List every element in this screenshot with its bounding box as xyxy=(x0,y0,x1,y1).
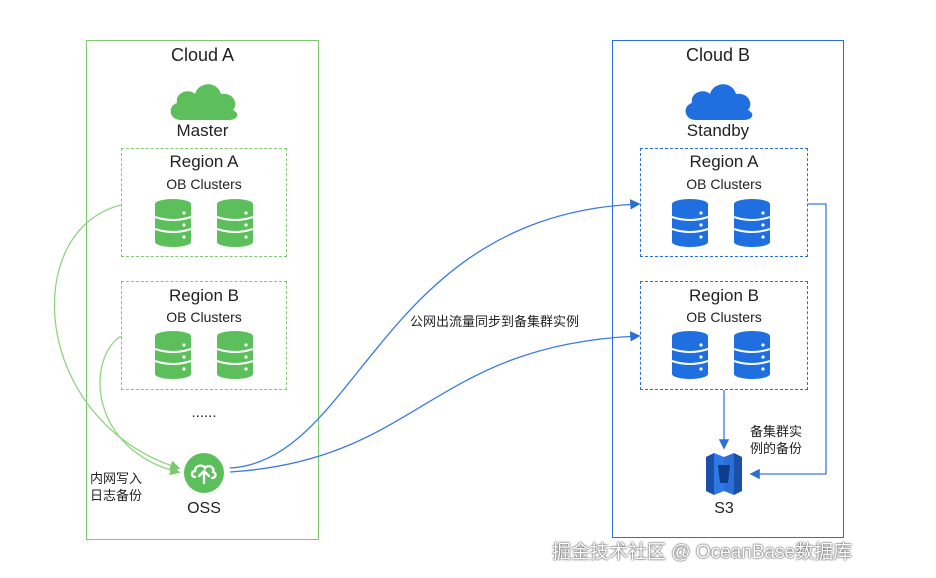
internal-write-line-1: 内网写入 xyxy=(90,471,143,486)
cloud-a-container xyxy=(86,40,319,540)
cloud-a-region-a-name: Region A xyxy=(169,152,239,171)
database-icon xyxy=(215,330,255,385)
cloud-b-region-a-sub: OB Clusters xyxy=(686,176,762,192)
blue-connector-region-a-to-s3 xyxy=(749,203,827,480)
standby-backup-line-1: 备集群实 xyxy=(750,424,803,439)
cloud-a-region-b-sub: OB Clusters xyxy=(166,309,242,325)
cloud-a-region-a-sub: OB Clusters xyxy=(166,176,242,192)
oss-icon xyxy=(181,451,227,500)
watermark: 掘金技术社区 @ OceanBase数据库 xyxy=(552,542,853,563)
oss-label: OSS xyxy=(187,500,221,517)
database-icon xyxy=(153,330,193,385)
cloud-b-region-b-sub: OB Clusters xyxy=(686,309,762,325)
standby-backup-line-2: 例的备份 xyxy=(750,441,803,456)
internal-write-line-2: 日志备份 xyxy=(90,488,143,503)
green-connector-region-b xyxy=(99,335,181,476)
s3-label: S3 xyxy=(714,500,734,517)
internal-write-note: 内网写入 日志备份 xyxy=(90,470,142,504)
cloud-b-container xyxy=(612,40,844,538)
cloud-a-cloud-icon xyxy=(165,76,243,127)
cloud-a-region-b-name: Region B xyxy=(169,286,239,305)
database-icon xyxy=(670,330,710,385)
cloud-a-title: Cloud A xyxy=(170,45,235,65)
cloud-b-region-b-name: Region B xyxy=(689,286,759,305)
standby-backup-note: 备集群实 例的备份 xyxy=(750,423,802,457)
public-sync-note: 公网出流量同步到备集群实例 xyxy=(410,314,580,329)
cloud-a-region-a xyxy=(121,148,287,257)
blue-connector-to-region-b xyxy=(229,331,641,473)
cloud-b-cloud-icon xyxy=(680,76,758,127)
cloud-a-role: Master xyxy=(176,121,229,140)
database-icon xyxy=(670,198,710,253)
s3-icon xyxy=(700,449,748,504)
cloud-b-role: Standby xyxy=(686,121,750,140)
database-icon xyxy=(153,198,193,253)
cloud-b-region-a-name: Region A xyxy=(689,152,759,171)
database-icon xyxy=(215,198,255,253)
cloud-b-title: Cloud B xyxy=(685,45,751,65)
green-connector-region-a xyxy=(53,204,181,471)
more-regions-ellipsis: ...... xyxy=(191,404,217,421)
database-icon xyxy=(732,198,772,253)
database-icon xyxy=(732,330,772,385)
blue-connector-to-region-a xyxy=(229,199,641,469)
cloud-a-region-b xyxy=(121,281,287,390)
